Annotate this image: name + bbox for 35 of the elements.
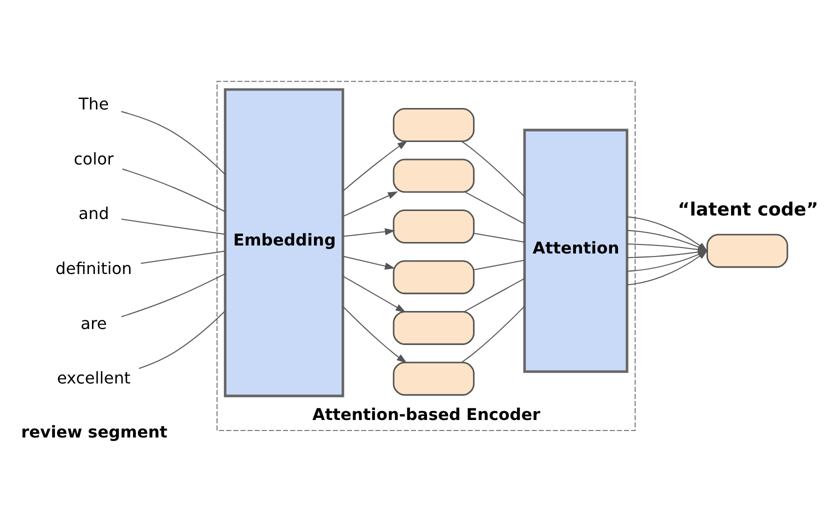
node-text: are <box>80 313 106 332</box>
label: review segment <box>20 422 167 441</box>
node-box: Embedding <box>223 88 344 397</box>
connector <box>120 272 225 317</box>
connector <box>120 110 225 174</box>
node-capsule <box>706 233 788 268</box>
arrow <box>342 140 408 191</box>
arrow <box>342 255 395 270</box>
node-text: color <box>73 148 114 168</box>
node-capsule <box>392 208 474 243</box>
connector <box>460 140 524 196</box>
node-label: “latent code” <box>677 199 818 220</box>
node-text: and <box>78 204 108 223</box>
node-capsule <box>392 310 474 344</box>
node-text: definition <box>55 258 132 278</box>
arrow <box>342 190 398 216</box>
node-capsule <box>392 107 474 142</box>
node-text: excellent <box>56 368 130 388</box>
node-capsule <box>392 361 474 396</box>
connector <box>122 168 225 212</box>
node-box: Attention <box>522 128 628 372</box>
node-text: The <box>78 94 108 114</box>
arrow <box>342 275 406 312</box>
node-capsule <box>392 158 474 192</box>
connector <box>140 250 225 264</box>
connector <box>138 310 225 368</box>
arrow <box>342 306 406 363</box>
connector <box>464 278 524 312</box>
node-capsule <box>392 260 474 294</box>
connector <box>474 259 524 270</box>
connector <box>474 232 524 242</box>
connector <box>464 191 524 224</box>
connector <box>460 305 524 362</box>
arrow <box>342 228 395 236</box>
connector <box>120 218 224 234</box>
